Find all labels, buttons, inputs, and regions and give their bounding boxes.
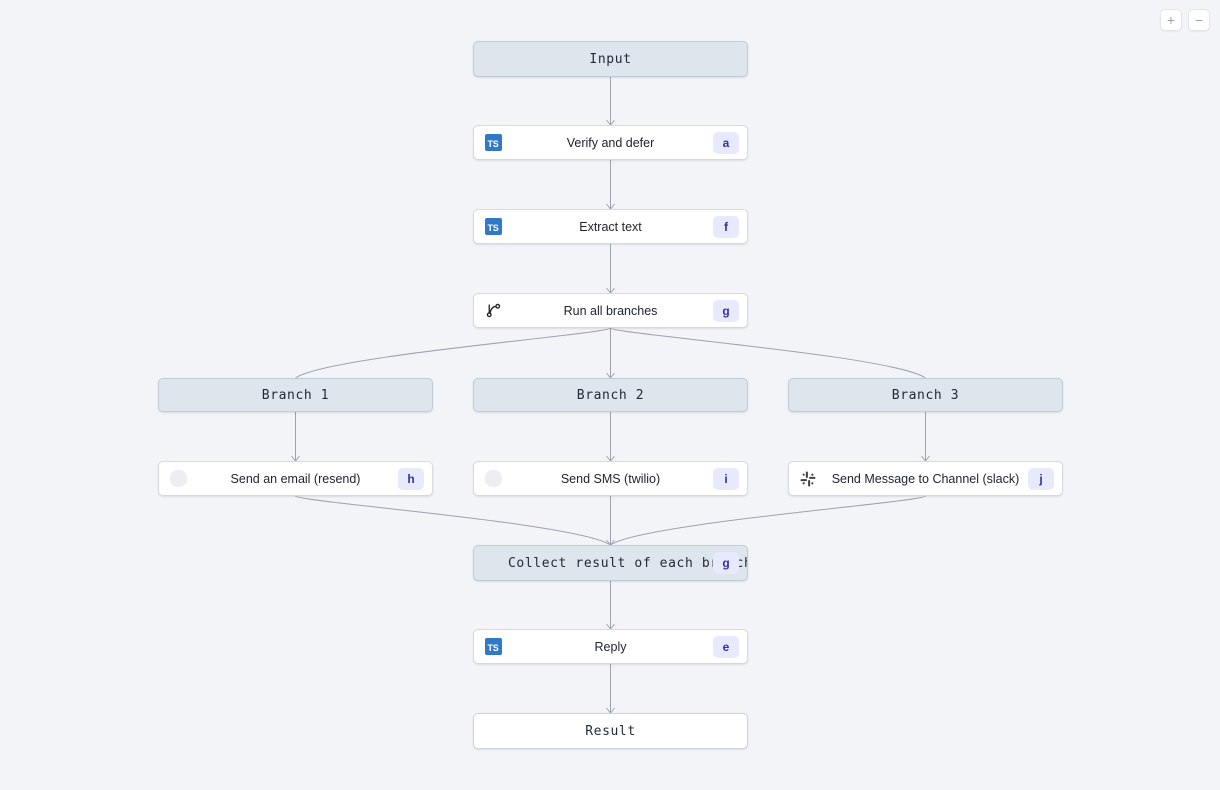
node-result[interactable]: Result (473, 713, 748, 749)
node-label: Branch 3 (891, 387, 960, 403)
branch-icon (484, 302, 502, 320)
node-send-an-email[interactable]: Send an email (resend) h (158, 461, 433, 496)
node-send-sms[interactable]: Send SMS (twilio) i (473, 461, 748, 496)
zoom-out-button[interactable]: − (1188, 9, 1210, 31)
typescript-icon: TS (484, 638, 502, 656)
blob-placeholder-glyph (484, 470, 502, 487)
node-label: Result (585, 723, 636, 739)
node-send-message-to-channel[interactable]: Send Message to Channel (slack) j (788, 461, 1063, 496)
node-badge[interactable]: h (398, 467, 424, 490)
node-label: Collect result of each branch (508, 555, 748, 571)
node-label: Run all branches (563, 303, 658, 318)
zoom-in-button[interactable]: + (1160, 9, 1182, 31)
minus-icon: − (1194, 12, 1204, 28)
plus-icon: + (1166, 12, 1176, 28)
slack-icon (799, 470, 817, 488)
node-label: Verify and defer (566, 135, 655, 150)
node-badge[interactable]: i (713, 467, 739, 490)
node-label: Send SMS (twilio) (560, 471, 661, 486)
node-input[interactable]: Input (473, 41, 748, 77)
node-label: Send Message to Channel (slack) (831, 471, 1020, 486)
zoom-controls: + − (1160, 9, 1210, 31)
blob-icon (484, 470, 502, 488)
typescript-icon: TS (484, 218, 502, 236)
node-extract-text[interactable]: TS Extract text f (473, 209, 748, 244)
blob-placeholder-glyph (169, 470, 187, 487)
node-branch-2[interactable]: Branch 2 (473, 378, 748, 412)
node-label: Extract text (579, 219, 642, 234)
node-reply[interactable]: TS Reply e (473, 629, 748, 664)
node-label: Branch 1 (261, 387, 330, 403)
node-label: Reply (594, 639, 627, 654)
node-badge[interactable]: g (713, 552, 739, 574)
node-label: Input (589, 51, 632, 67)
blob-icon (169, 470, 187, 488)
node-verify-and-defer[interactable]: TS Verify and defer a (473, 125, 748, 160)
node-label: Branch 2 (576, 387, 645, 403)
typescript-glyph: TS (484, 134, 502, 151)
node-branch-3[interactable]: Branch 3 (788, 378, 1063, 412)
node-badge[interactable]: j (1028, 467, 1054, 490)
typescript-glyph: TS (484, 218, 502, 235)
node-run-all-branches[interactable]: Run all branches g (473, 293, 748, 328)
node-badge[interactable]: f (713, 215, 739, 238)
typescript-icon: TS (484, 134, 502, 152)
node-badge[interactable]: a (713, 131, 739, 154)
node-branch-1[interactable]: Branch 1 (158, 378, 433, 412)
node-badge[interactable]: e (713, 635, 739, 658)
node-label: Send an email (resend) (230, 471, 361, 486)
typescript-glyph: TS (484, 638, 502, 655)
node-badge[interactable]: g (713, 299, 739, 322)
